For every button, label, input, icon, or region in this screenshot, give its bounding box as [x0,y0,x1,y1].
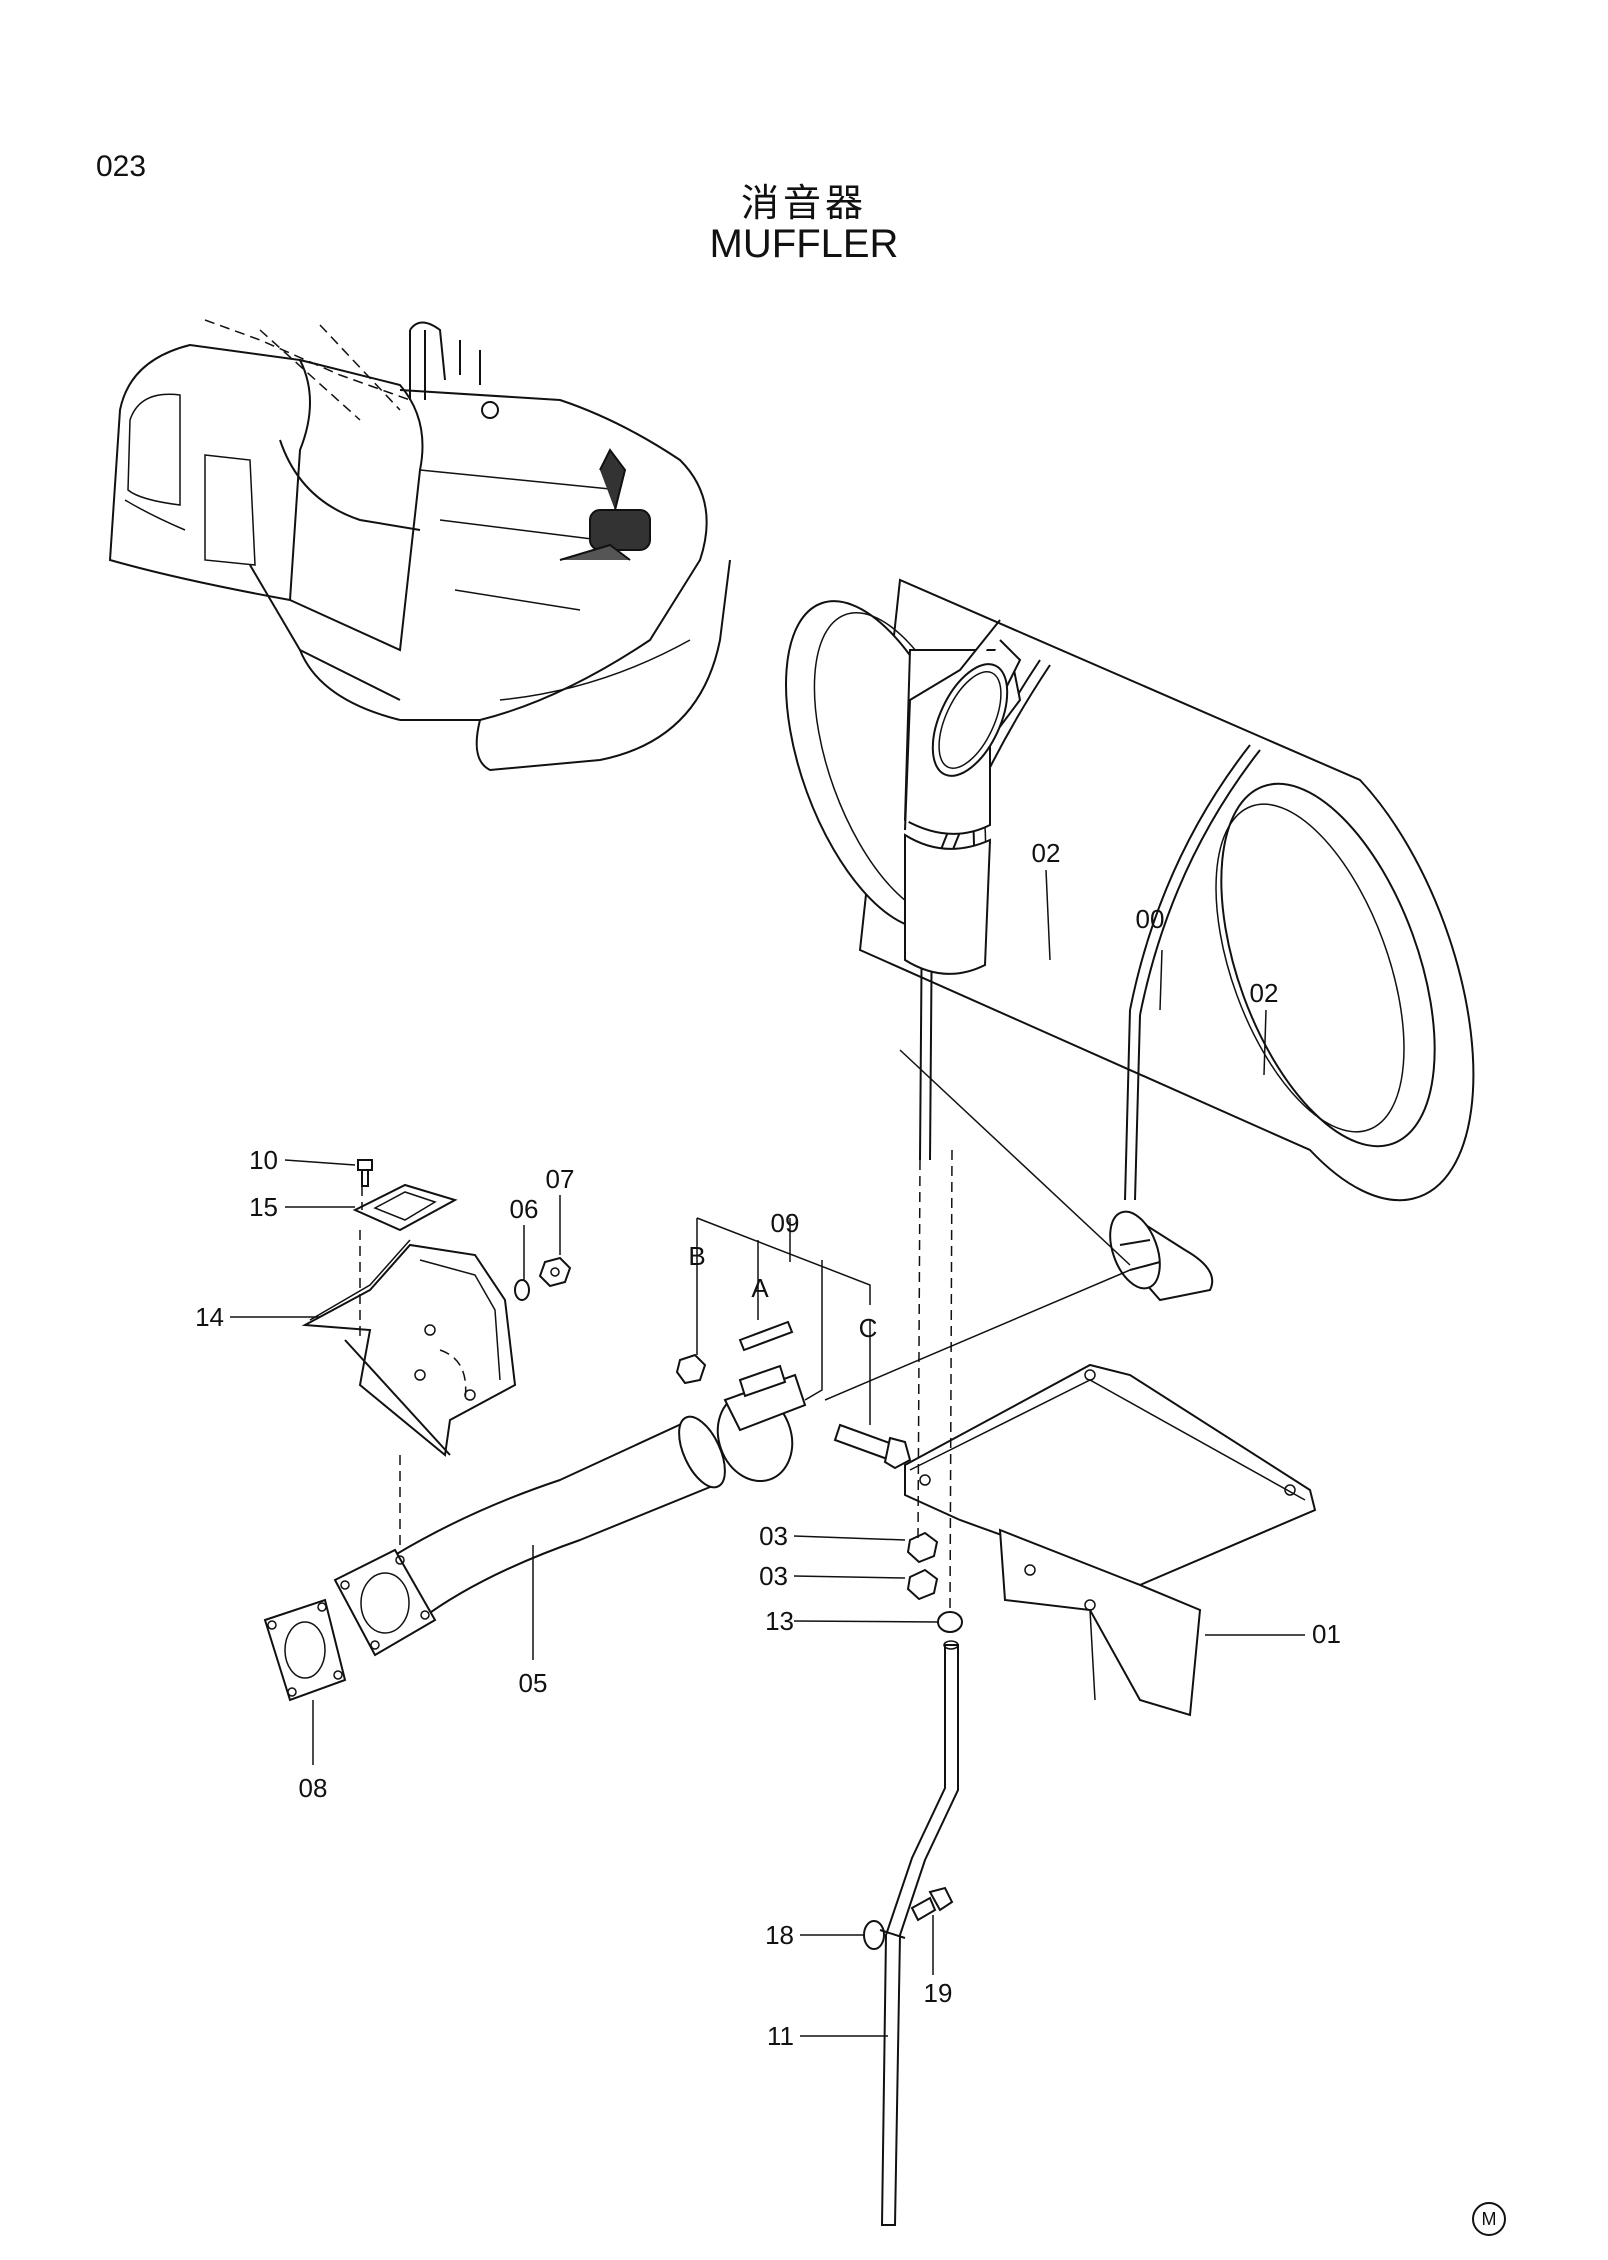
plate-15 [352,1183,458,1232]
callout-08: 08 [299,1773,328,1803]
callout-05: 05 [519,1668,548,1698]
callout-13: 13 [765,1606,794,1636]
nut-03-lower [906,1568,939,1601]
bracket-01 [904,1363,1317,1717]
callout-19: 19 [924,1978,953,2008]
bolt-C [833,1423,912,1470]
clamp-18 [863,1920,906,1950]
callout-00: 00 [1136,904,1165,934]
nut-B [675,1353,707,1385]
callout-11: 11 [767,2021,794,2051]
page-number: 023 [96,150,147,183]
callout-10: 10 [249,1145,278,1175]
washer-06 [514,1279,530,1301]
callout-02-left: 02 [1032,838,1061,868]
assembly-guide-lines [359,1049,1131,1611]
clamp-09 [716,1364,807,1483]
tail-pipe-11 [880,1640,959,2226]
callout-09: 09 [771,1208,800,1238]
bolt-10 [357,1159,373,1187]
callout-C: C [859,1313,878,1343]
callout-A: A [751,1273,769,1303]
corner-mark: M [1472,2202,1506,2236]
heat-cover-14 [301,1239,517,1457]
nut-07 [538,1256,572,1288]
clamp-13 [937,1611,963,1633]
callout-B: B [688,1241,705,1271]
callout-07: 07 [546,1164,575,1194]
callout-18: 18 [765,1920,794,1950]
callout-14: 14 [195,1302,224,1332]
title-english: MUFFLER [709,222,899,266]
bolt-19 [910,1886,954,1922]
callout-03-upper: 03 [759,1521,788,1551]
callout-01: 01 [1312,1619,1341,1649]
pin-A [738,1320,794,1352]
callout-06: 06 [510,1194,539,1224]
title-chinese: 消音器 [740,181,867,225]
excavator-overview-illustration [108,319,731,772]
callout-03-lower: 03 [759,1561,788,1591]
nut-03-upper [906,1531,939,1564]
gasket-08 [263,1598,347,1702]
muffler-body-00 [785,578,1475,1302]
callout-15: 15 [249,1192,278,1222]
callout-labels: 00 01 02 02 03 03 05 06 07 08 09 10 11 1… [195,838,1341,2051]
exhaust-pipe-05 [333,1415,726,1657]
callout-02-right: 02 [1250,978,1279,1008]
